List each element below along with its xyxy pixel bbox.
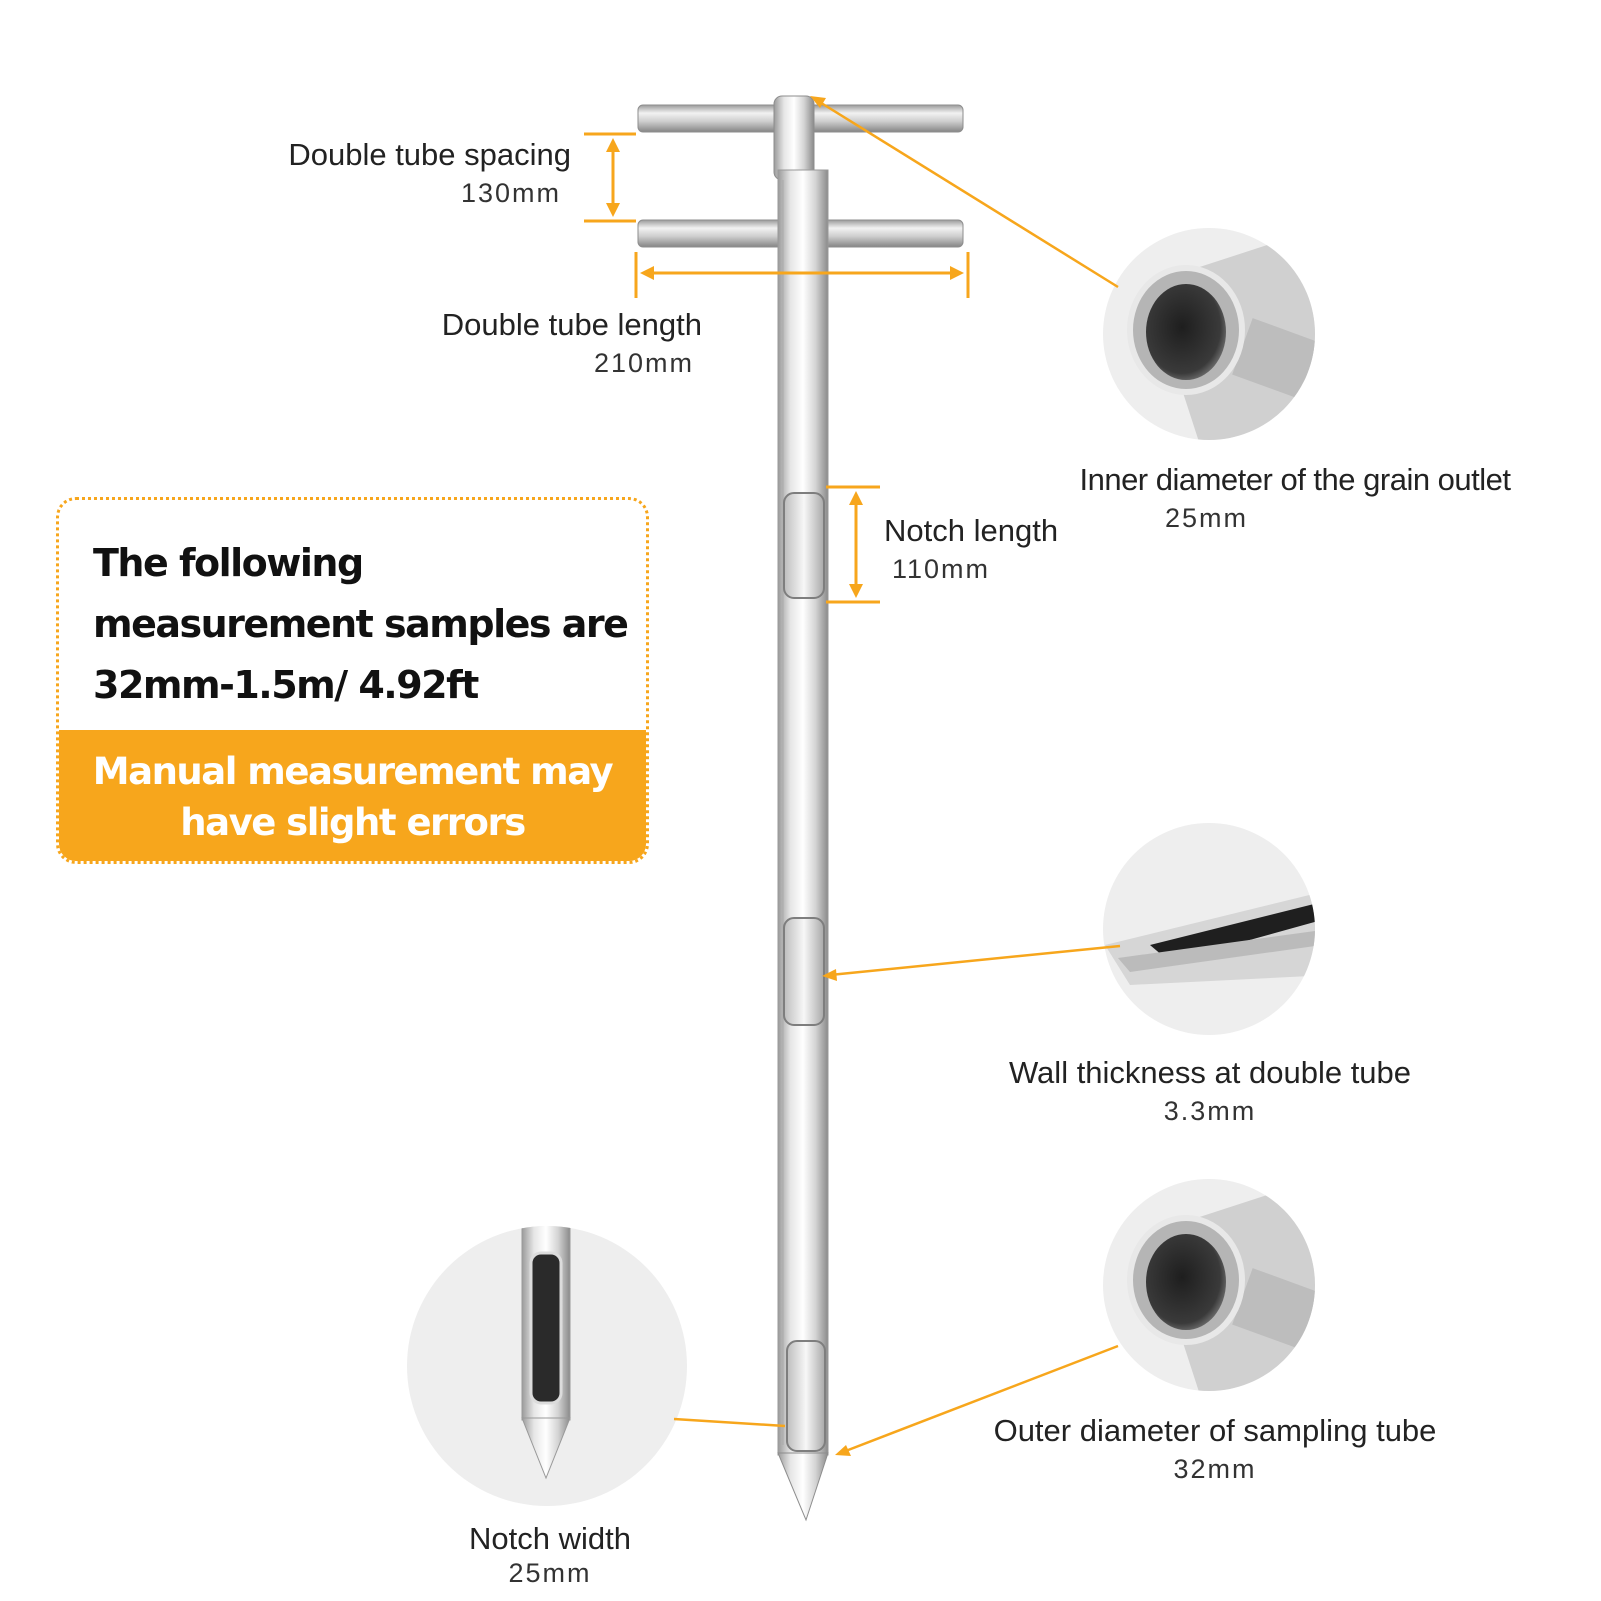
sampler-rod [637,95,964,1522]
info-banner: Manual measurement may have slight error… [59,730,646,861]
inner-diameter-value: 25mm [1165,503,1249,533]
notch-width-label: Notch width 25mm [430,1523,670,1587]
rod-head [773,95,815,181]
wall-thickness-name: Wall thickness at double tube [1008,1055,1412,1090]
detail-inner-diameter [1103,228,1315,440]
rod-slot-lower [786,1340,826,1452]
detail-notch-width [407,1226,687,1506]
rod-slot-upper [783,492,825,599]
tube-spacing-value: 130mm [460,178,561,208]
outer-diameter-value: 32mm [1173,1454,1257,1484]
rod-shaft [777,169,829,1456]
notch-width-name: Notch width [469,1521,631,1556]
notch-length-label: Notch length 110mm [884,515,1058,583]
tube-length-name: Double tube length [441,307,702,342]
info-box: The following measurement samples are 32… [56,497,649,864]
detail-outer-diameter [1103,1179,1315,1391]
rod-tip [777,1452,829,1522]
tube-length-label: Double tube length 210mm [442,309,702,377]
outer-diameter-name: Outer diameter of sampling tube [993,1413,1437,1448]
tube-spacing-name: Double tube spacing [288,137,571,172]
notch-length-name: Notch length [884,513,1059,548]
wall-thickness-label: Wall thickness at double tube 3.3mm [960,1057,1460,1125]
notch-width-value: 25mm [508,1558,592,1588]
info-banner-text: Manual measurement may have slight error… [92,750,614,844]
outer-diameter-label: Outer diameter of sampling tube 32mm [960,1415,1470,1483]
inner-diameter-name: Inner diameter of the grain outlet [1079,462,1511,497]
inner-diameter-label: Inner diameter of the grain outlet 25mm [1040,464,1550,532]
tube-length-value: 210mm [593,348,694,378]
notch-length-value: 110mm [892,554,991,584]
tube-spacing-label: Double tube spacing 130mm [288,139,571,207]
rod-slot-middle [783,917,825,1026]
wall-thickness-value: 3.3mm [1163,1096,1257,1126]
detail-wall-thickness [1103,823,1315,1035]
dimension-lines [584,96,1121,1456]
